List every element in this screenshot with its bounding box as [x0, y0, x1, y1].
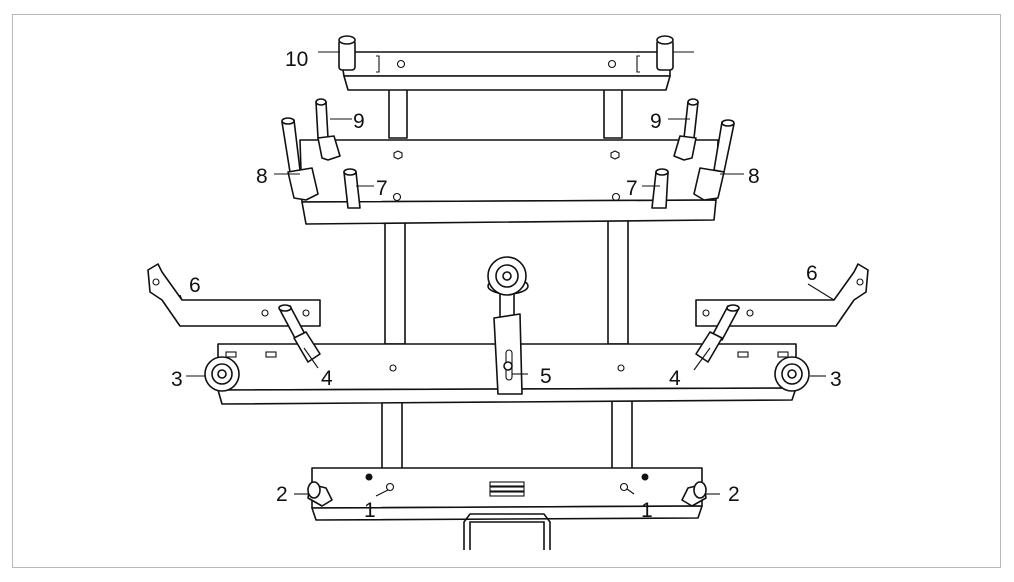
- callout-8-right: 8: [748, 165, 760, 188]
- callout-8-left: 8: [256, 165, 268, 188]
- callout-1-left: 1: [364, 499, 376, 522]
- bracket-6-right: [695, 263, 869, 327]
- callout-9-left: 9: [353, 110, 365, 133]
- roller-3-right: [774, 356, 810, 392]
- diagram-frame: [12, 14, 1001, 568]
- adjuster-5: [487, 256, 529, 395]
- roller-3-left: [204, 356, 240, 392]
- callout-2-left: 2: [276, 483, 288, 506]
- post-7-right: [651, 168, 669, 209]
- knob-2-right: [681, 481, 707, 507]
- callout-4-right: 4: [669, 367, 681, 390]
- callout-10-left: 10: [285, 48, 308, 71]
- callout-6-left: 6: [189, 274, 201, 297]
- post-8-left: [281, 117, 319, 201]
- callout-7-left: 7: [376, 177, 388, 200]
- bracket-6-left: [147, 263, 321, 327]
- callout-4-left: 4: [321, 367, 333, 390]
- callout-1-right: 1: [641, 499, 653, 522]
- top-bar: [339, 51, 671, 91]
- post-9-right: [673, 98, 699, 161]
- callout-5: 5: [540, 365, 552, 388]
- callout-6-right: 6: [806, 262, 818, 285]
- callout-3-left: 3: [171, 368, 183, 391]
- post-9-left: [315, 98, 341, 161]
- post-4-left: [278, 304, 321, 363]
- callout-labels: 10 9 9 8 8 7 7 6 6 5 4 4 3 3 2 2 1 1: [171, 48, 842, 522]
- pin-10-left: [338, 35, 356, 71]
- callout-9-right: 9: [650, 110, 662, 133]
- pin-10-right: [656, 35, 674, 71]
- callout-3-right: 3: [830, 368, 842, 391]
- post-4-right: [695, 304, 740, 363]
- leader-lines: [179, 51, 835, 497]
- bottom-handle: [463, 513, 551, 550]
- callout-7-right: 7: [626, 177, 638, 200]
- knob-2-left: [307, 481, 333, 507]
- post-8-right: [693, 119, 735, 201]
- bottom-plate: [311, 467, 703, 521]
- callout-2-right: 2: [728, 483, 740, 506]
- post-7-left: [343, 168, 361, 209]
